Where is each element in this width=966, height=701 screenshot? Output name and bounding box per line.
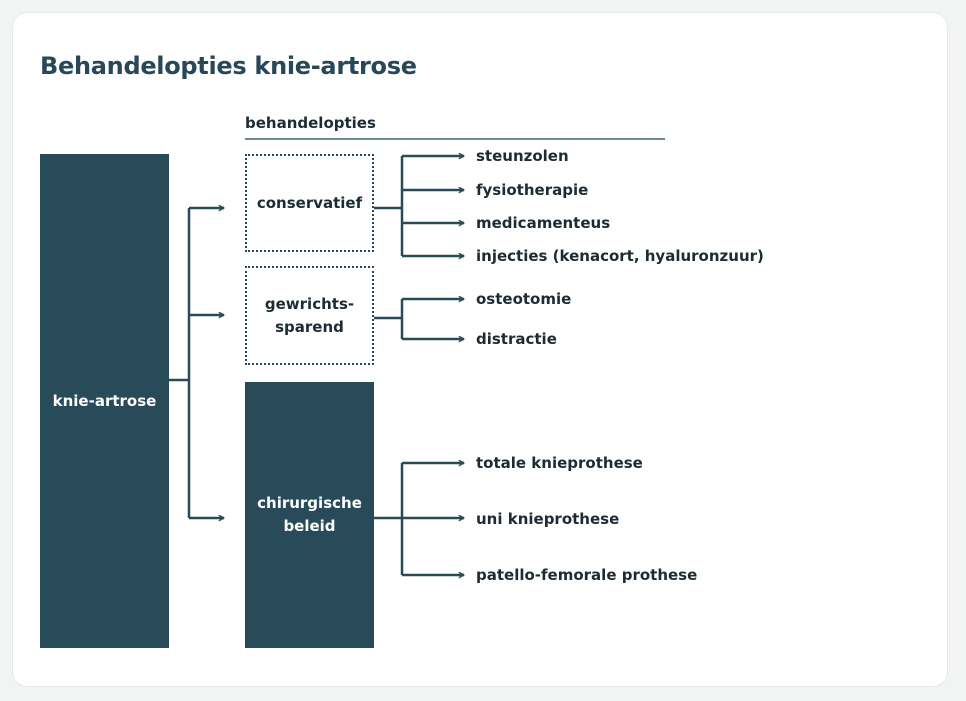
page-title: Behandelopties knie-artrose <box>40 52 417 80</box>
root-node: knie-artrose <box>40 154 169 648</box>
option-uni-knieprothese: uni knieprothese <box>476 510 620 528</box>
category-label-line-1: gewrichts- <box>264 294 355 313</box>
option-medicamenteus: medicamenteus <box>476 214 611 232</box>
option-patello-femorale-prothese: patello-femorale prothese <box>476 566 698 584</box>
option-fysiotherapie: fysiotherapie <box>476 181 589 199</box>
category-label-line-2: beleid <box>283 517 336 535</box>
category-label-line-2: sparend <box>275 317 344 336</box>
category-label-line-1: chirurgische <box>257 494 362 512</box>
category-node-gewrichtssparend: gewrichts- sparend <box>245 266 374 365</box>
option-injecties: injecties (kenacort, hyaluronzuur) <box>476 247 764 265</box>
option-steunzolen: steunzolen <box>476 147 569 165</box>
category-node-chirurgisch: chirurgische beleid <box>245 382 374 648</box>
category-node-conservatief: conservatief <box>245 154 374 252</box>
category-label: conservatief <box>256 193 363 212</box>
option-distractie: distractie <box>476 330 557 348</box>
option-osteotomie: osteotomie <box>476 290 572 308</box>
column-header: behandelopties <box>245 114 376 132</box>
root-node-label: knie-artrose <box>52 391 157 410</box>
header-underline <box>245 138 665 140</box>
option-totale-knieprothese: totale knieprothese <box>476 454 643 472</box>
